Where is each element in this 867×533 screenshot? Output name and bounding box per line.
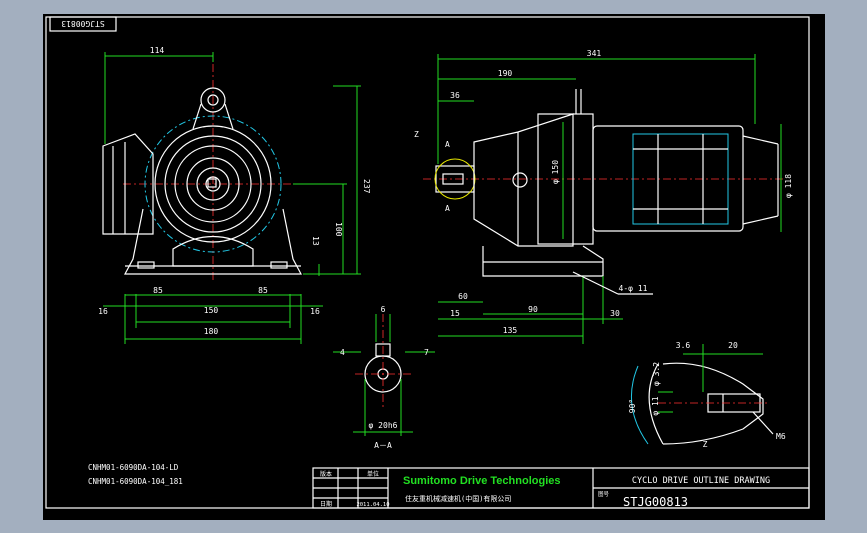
detail-label-z: Z: [703, 440, 708, 449]
dim-30: 30: [610, 309, 620, 318]
drawing-canvas[interactable]: STJG00813: [43, 14, 825, 520]
dim-90: 90: [528, 305, 538, 314]
tb-label-no: 图号: [598, 490, 610, 498]
dim-180: 180: [204, 327, 219, 336]
dim-m6: M6: [776, 432, 786, 441]
detail-marker-z: Z: [414, 130, 419, 139]
title-block: [312, 467, 810, 509]
dim-phi118: φ 118: [784, 174, 793, 198]
dim-90-deg: 90°: [628, 399, 637, 413]
detail-z: [630, 344, 774, 445]
tb-label-date: 日期: [320, 500, 332, 508]
dim-85-right: 85: [258, 286, 268, 295]
dim-85-left: 85: [153, 286, 163, 295]
drawing-title: CYCLO DRIVE OUTLINE DRAWING: [632, 476, 770, 486]
side-view: [423, 54, 783, 344]
section-marker-a-top: A: [445, 140, 450, 149]
corner-tag-box: [49, 16, 117, 32]
dim-phi3-2: φ 3.2: [652, 362, 661, 386]
dim-phi20h6: φ 20h6: [369, 421, 398, 430]
dim-237: 237: [362, 179, 371, 194]
front-view: [102, 52, 361, 344]
dim-4-phi11: 4-φ 11: [619, 284, 648, 293]
corner-tag: STJG00813: [61, 19, 105, 28]
sheet-border: [45, 16, 810, 509]
outline-drawing: STJG00813: [45, 16, 810, 509]
tb-label-version: 版本: [320, 470, 332, 478]
brand-subtitle: 住友重机械减速机(中国)有限公司: [405, 494, 511, 503]
dim-6: 6: [381, 305, 386, 314]
tb-label-unit: 单位: [367, 470, 379, 478]
dim-phi11: φ 11: [651, 396, 660, 415]
dim-100: 100: [334, 222, 343, 237]
dim-341: 341: [587, 49, 602, 58]
dim-7: 7: [424, 348, 429, 357]
dim-3-6: 3.6: [676, 341, 691, 350]
model-line-1: CNHM01-6090DA-104-LD: [88, 463, 179, 472]
dim-150: 150: [204, 306, 219, 315]
section-label-a-a: A－A: [374, 441, 392, 450]
tb-date: 2011.04.10: [356, 502, 389, 508]
section-marker-a-bottom: A: [445, 204, 450, 213]
dim-15: 15: [450, 309, 460, 318]
brand-name: Sumitomo Drive Technologies: [403, 475, 561, 487]
dim-16-left: 16: [98, 307, 108, 316]
dim-135: 135: [503, 326, 518, 335]
dim-16-right: 16: [310, 307, 320, 316]
drawing-number: STJG00813: [623, 495, 688, 509]
model-line-2: CNHM01-6090DA-104_181: [88, 477, 183, 486]
dim-20: 20: [728, 341, 738, 350]
section-a-a: [333, 314, 435, 436]
dim-4: 4: [340, 348, 345, 357]
dim-13: 13: [311, 236, 320, 246]
dim-phi150: φ 150: [551, 160, 560, 184]
dim-60: 60: [458, 292, 468, 301]
dim-190: 190: [498, 69, 513, 78]
dim-114: 114: [150, 46, 165, 55]
dim-36: 36: [450, 91, 460, 100]
